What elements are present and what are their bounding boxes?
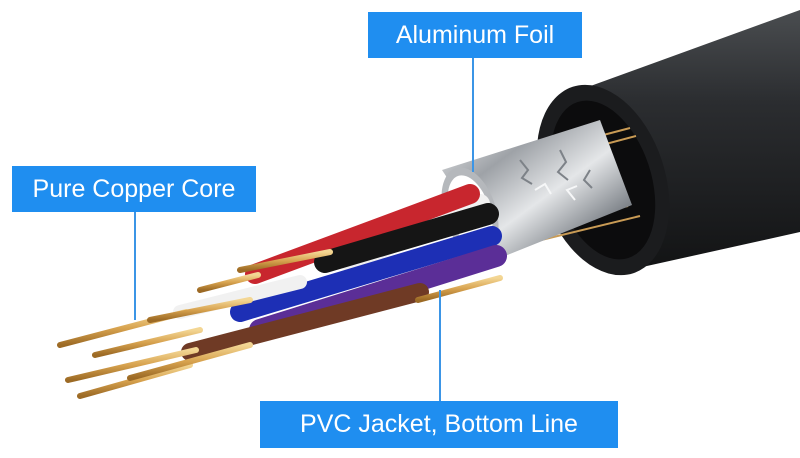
- leader-lines: [134, 58, 474, 401]
- aluminum-foil-label: Aluminum Foil: [395, 20, 555, 49]
- pure-copper-core-label: Pure Copper Core: [32, 174, 236, 203]
- conductors: [173, 184, 507, 361]
- pvc-jacket-label: PVC Jacket, Bottom Line: [300, 410, 578, 438]
- copper-ends: [57, 249, 503, 399]
- callout-boxes: [12, 12, 618, 448]
